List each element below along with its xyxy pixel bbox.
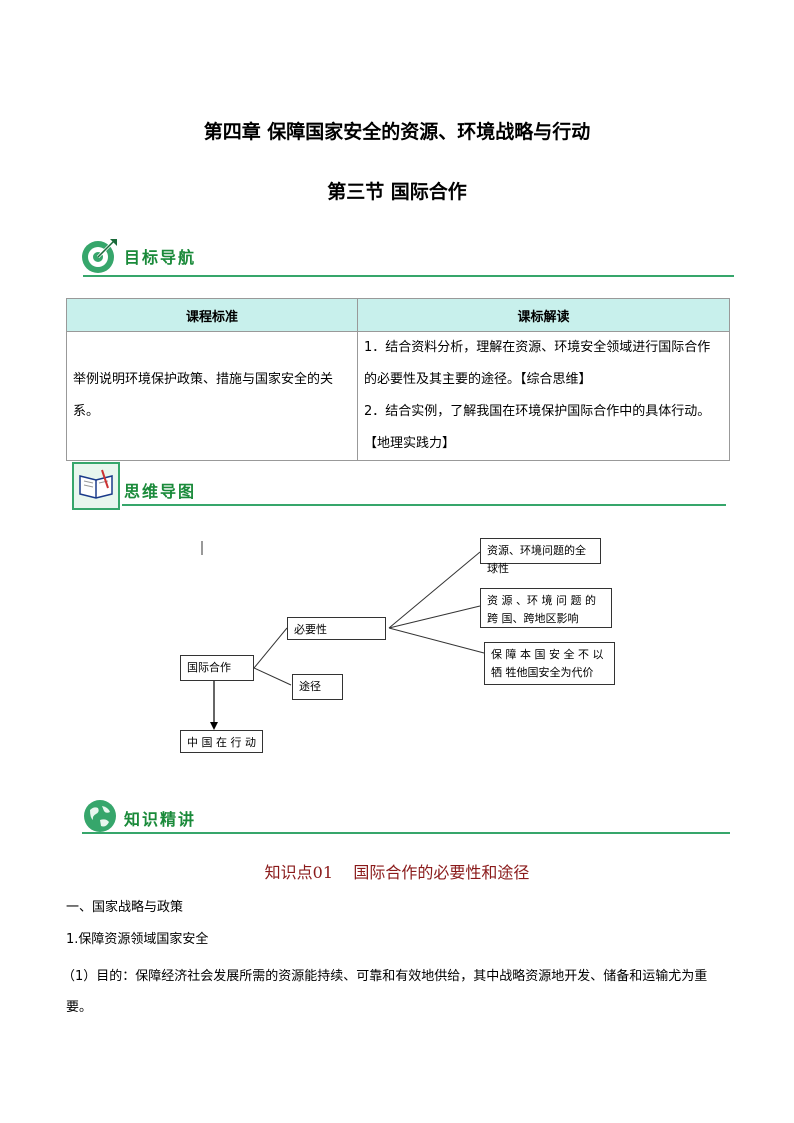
heading-level-1: 一、国家战略与政策 [66,900,184,915]
section-label-mindmap: 思维导图 [124,482,197,501]
mindmap-node-reason-2: 资 源 、环 境 问 题 的 跨 国、跨地区影响 [480,588,612,628]
reading-item-2: 2．结合实例，了解我国在环境保护国际合作中的具体行动。【地理实践力】 [364,404,711,451]
mindmap-node-reason-1: 资源、环境问题的全球性 [480,538,601,575]
table-cell-reading: 1．结合资料分析，理解在资源、环境安全领域进行国际合作的必要性及其主要的途径。【… [357,331,730,461]
section-divider [82,832,730,834]
chapter-title: 第四章 保障国家安全的资源、环境战略与行动 [203,121,591,143]
table-cell-standard: 举例说明环境保护政策、措施与国家安全的关系。 [66,331,358,461]
table-header-reading: 课标解读 [357,298,730,332]
section-divider [83,275,734,277]
mindmap-node-necessity: 必要性 [287,617,386,640]
section-header-goals: 目标导航 [78,232,734,278]
mindmap-node-approach: 途径 [292,674,343,700]
reading-item-1: 1．结合资料分析，理解在资源、环境安全领域进行国际合作的必要性及其主要的途径。【… [364,340,711,387]
section-label-goals: 目标导航 [124,248,197,267]
section-header-mindmap: 思维导图 [72,462,726,510]
standards-table: 课程标准 课标解读 举例说明环境保护政策、措施与国家安全的关系。 1．结合资料分… [66,298,730,461]
mindmap-node-root: 国际合作 [180,655,254,681]
mindmap-node-reason-3: 保 障 本 国 安 全 不 以 牺 牲他国安全为代价 [484,642,615,685]
mindmap-node-china: 中 国 在 行 动 [180,730,263,753]
heading-level-2: 1.保障资源领域国家安全 [66,932,209,947]
target-icon [82,239,117,273]
book-icon [79,469,113,499]
paragraph-purpose: （1）目的：保障经济社会发展所需的资源能持续、可靠和有效地供给，其中战略资源地开… [62,969,708,1015]
section-title: 第三节 国际合作 [327,181,467,203]
section-label-knowledge: 知识精讲 [124,810,197,829]
section-divider [122,504,726,506]
globe-icon [84,800,116,832]
book-icon-frame [72,462,120,510]
section-header-knowledge: 知识精讲 [78,796,730,836]
knowledge-point-title: 知识点01 国际合作的必要性和途径 [264,863,530,882]
